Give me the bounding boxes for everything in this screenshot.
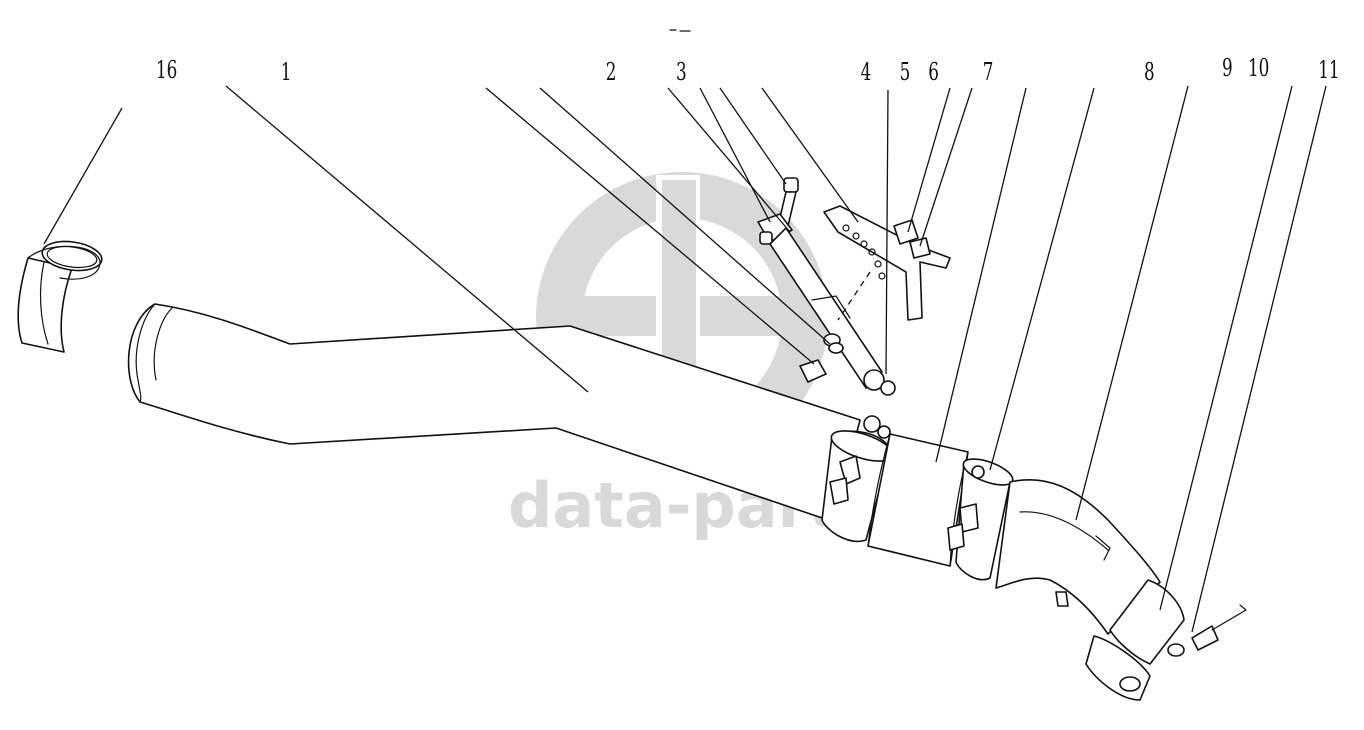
part-13-elbow-hose: [995, 478, 1161, 635]
part-16-sleeve-ring: [17, 240, 103, 353]
callout-10: 10: [1248, 54, 1269, 82]
part-12-hose-clamp: [947, 458, 1014, 581]
part-1-main-pipe: [127, 303, 861, 523]
part-4-strap: [769, 227, 896, 396]
leader-lines: [43, 85, 1327, 633]
callout-2: 2: [606, 58, 617, 86]
callout-6: 6: [928, 58, 939, 86]
callout-8: 8: [1144, 58, 1155, 86]
top-mark: [669, 29, 691, 32]
callout-1: 1: [281, 58, 292, 86]
part-7-bracket-plate: [823, 205, 951, 321]
part-15-fitting-pin: [1191, 604, 1248, 651]
callout-labels: 16 1 2 3 4 5 6 7 8 9 10 11 12 13 14 15: [156, 54, 1340, 86]
callout-7: 7: [983, 58, 994, 86]
part-11-rubber-hose: [867, 433, 969, 567]
callout-4: 4: [861, 58, 872, 86]
callout-9: 9: [1222, 54, 1233, 82]
callout-16: 16: [156, 56, 177, 84]
part-10-nut: [909, 237, 931, 259]
part-14-outlet-clamp: [1085, 579, 1185, 701]
callout-3: 3: [676, 58, 687, 86]
part-5-clamp-block: [757, 213, 793, 245]
callout-5: 5: [900, 58, 911, 86]
callout-11: 11: [1318, 56, 1339, 84]
part-9-bolt: [893, 219, 919, 245]
